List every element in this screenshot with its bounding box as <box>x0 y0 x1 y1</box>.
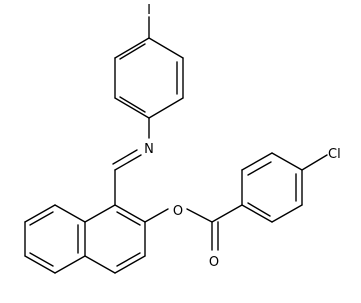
bond <box>119 43 146 60</box>
bond <box>211 204 243 223</box>
naphthalene-ring-1 <box>84 204 146 274</box>
bond <box>114 255 146 274</box>
bond <box>186 208 213 223</box>
bond <box>29 252 54 267</box>
bond <box>112 149 138 165</box>
imine-nitrogen-label: N <box>144 142 154 157</box>
bond <box>271 204 303 223</box>
bond <box>271 152 303 171</box>
chlorine-label: Cl <box>328 147 341 162</box>
imine-linkage <box>112 117 150 206</box>
bond <box>84 204 116 223</box>
bond <box>116 211 141 226</box>
iodophenyl-ring <box>114 16 184 119</box>
bond <box>148 97 184 119</box>
naphthalene-ring-2 <box>24 204 86 274</box>
iodine-label: I <box>147 3 151 18</box>
bond <box>54 204 86 223</box>
bond <box>24 204 56 223</box>
chlorophenyl-ring <box>241 152 328 223</box>
bond <box>301 154 328 171</box>
bond <box>241 204 273 223</box>
bond <box>116 252 141 267</box>
bond <box>29 211 54 226</box>
ester-oxygen-label: O <box>173 204 183 219</box>
bond <box>114 204 146 223</box>
bond <box>84 255 116 274</box>
bond <box>247 161 272 176</box>
bond <box>241 152 273 171</box>
bond <box>114 97 150 119</box>
bond <box>148 37 184 59</box>
bond <box>119 96 146 113</box>
carbonyl-oxygen-label: O <box>209 255 219 270</box>
bond <box>114 154 142 171</box>
bond <box>24 255 56 274</box>
ester-linkage <box>144 204 243 251</box>
bond <box>247 202 271 217</box>
bond <box>144 208 169 223</box>
bond <box>114 37 150 59</box>
bond <box>54 255 86 274</box>
